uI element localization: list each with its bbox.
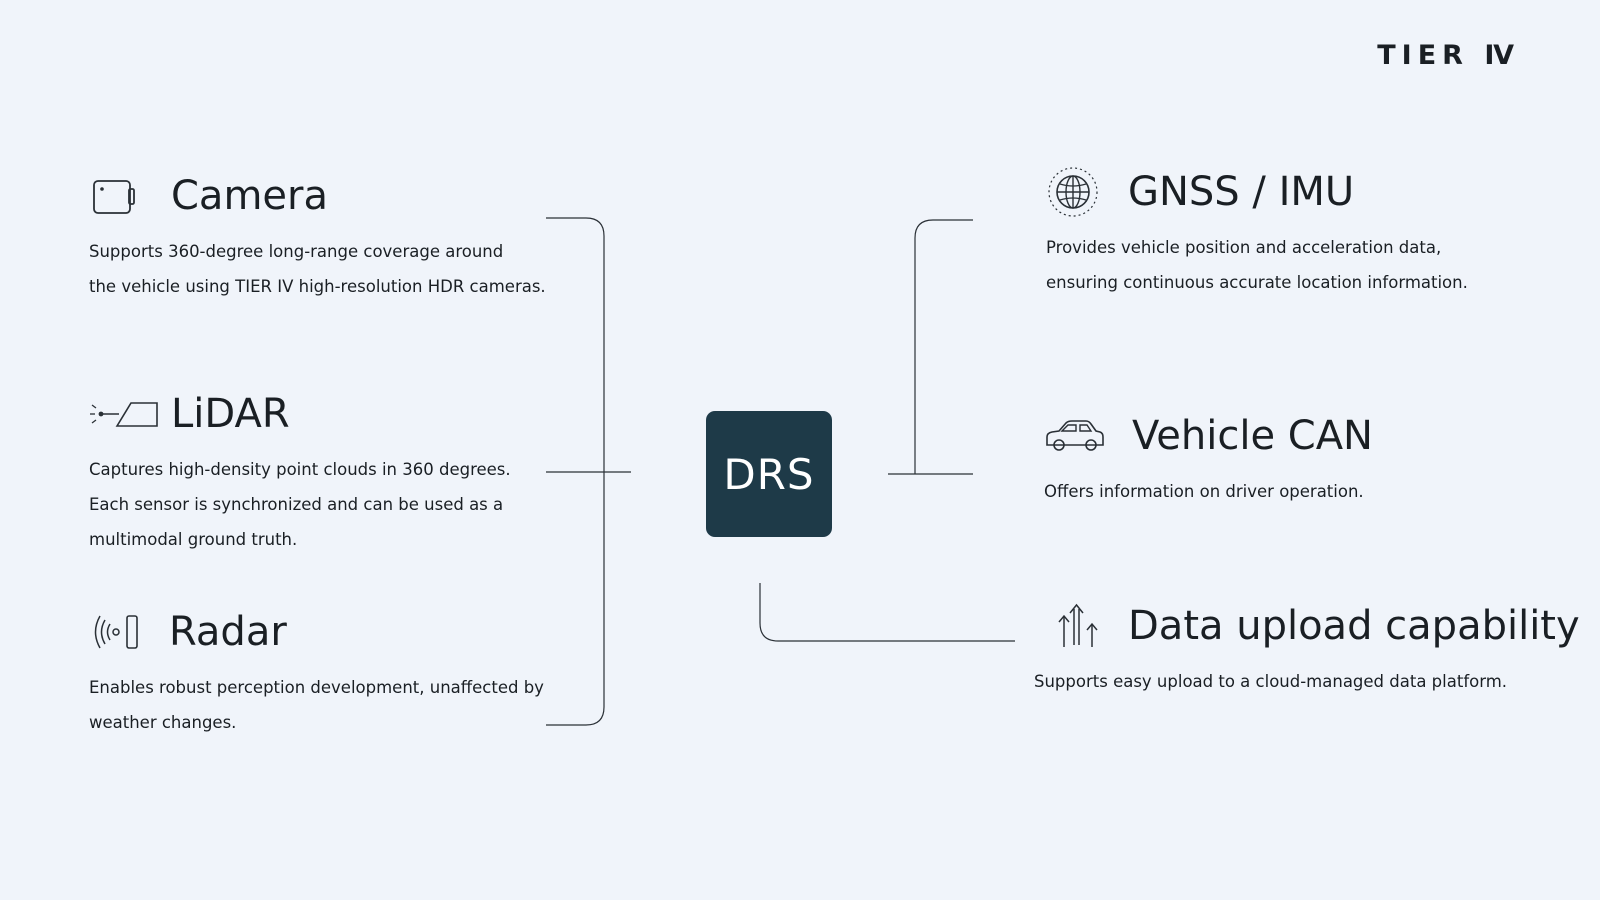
radar-title: Radar [169, 609, 287, 655]
upload-desc-line-1: Supports easy upload to a cloud-managed … [1034, 672, 1508, 691]
camera-description: Supports 360-degree long-range coverage … [89, 234, 549, 304]
lidar-desc-line-1: Captures high-density point clouds in 36… [89, 460, 511, 479]
gnss-block: GNSS / IMU Provides vehicle position and… [1046, 164, 1566, 300]
lidar-header: LiDAR [89, 386, 549, 442]
can-title: Vehicle CAN [1132, 413, 1373, 459]
gnss-title: GNSS / IMU [1128, 169, 1355, 215]
car-icon [1044, 419, 1132, 453]
radar-header: Radar [89, 604, 549, 660]
lidar-icon [89, 396, 171, 432]
lidar-description: Captures high-density point clouds in 36… [89, 452, 549, 557]
right-bracket [914, 219, 973, 474]
camera-desc-line-2: the vehicle using TIER IV high-resolutio… [89, 277, 546, 296]
radar-desc-line-1: Enables robust perception development, u… [89, 678, 544, 697]
drs-label: DRS [723, 449, 815, 499]
gnss-header: GNSS / IMU [1046, 164, 1566, 220]
gnss-desc-line-2: ensuring continuous accurate location in… [1046, 273, 1468, 292]
can-desc-line-1: Offers information on driver operation. [1044, 482, 1364, 501]
can-header: Vehicle CAN [1044, 408, 1564, 464]
can-description: Offers information on driver operation. [1044, 474, 1564, 509]
camera-desc-line-1: Supports 360-degree long-range coverage … [89, 242, 504, 261]
upload-title: Data upload capability [1128, 603, 1580, 649]
upload-header: Data upload capability [1056, 598, 1596, 654]
camera-icon [89, 176, 171, 216]
upload-arrows-icon [1056, 603, 1128, 649]
tier-iv-logo: TIER Ⅳ [1377, 40, 1520, 71]
can-block: Vehicle CAN Offers information on driver… [1044, 408, 1564, 509]
upload-connector [759, 583, 1015, 642]
upload-description: Supports easy upload to a cloud-managed … [1034, 664, 1596, 699]
radar-block: Radar Enables robust perception developm… [89, 604, 549, 740]
lidar-desc-line-3: multimodal ground truth. [89, 530, 298, 549]
lidar-block: LiDAR Captures high-density point clouds… [89, 386, 549, 557]
upload-block: Data upload capability Supports easy upl… [1034, 598, 1596, 699]
lidar-desc-line-2: Each sensor is synchronized and can be u… [89, 495, 504, 514]
gnss-description: Provides vehicle position and accelerati… [1046, 230, 1566, 300]
camera-block: Camera Supports 360-degree long-range co… [89, 168, 549, 304]
globe-icon [1046, 165, 1128, 219]
radar-description: Enables robust perception development, u… [89, 670, 549, 740]
lidar-title: LiDAR [171, 391, 290, 437]
drs-node: DRS [706, 411, 832, 537]
camera-title: Camera [171, 173, 328, 219]
radar-icon [89, 610, 169, 654]
gnss-desc-line-1: Provides vehicle position and accelerati… [1046, 238, 1442, 257]
radar-desc-line-2: weather changes. [89, 713, 237, 732]
camera-header: Camera [89, 168, 549, 224]
